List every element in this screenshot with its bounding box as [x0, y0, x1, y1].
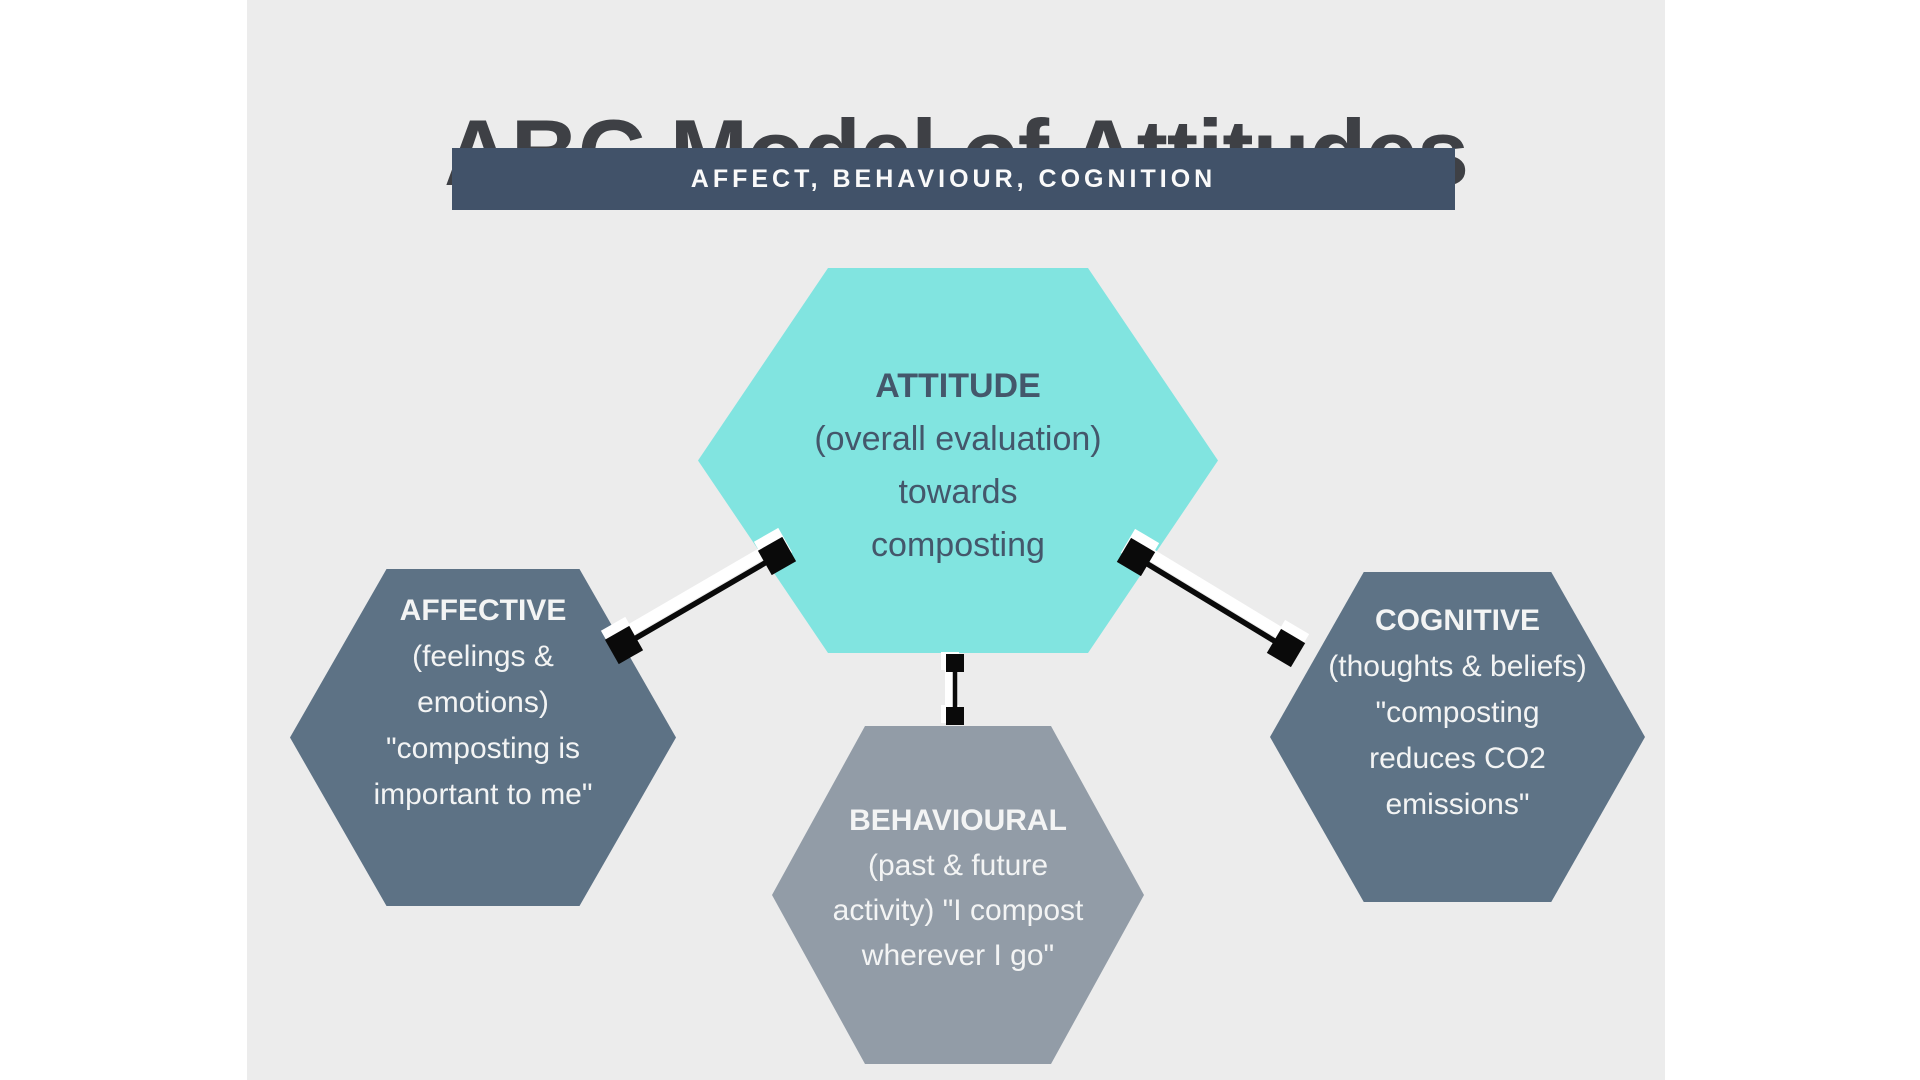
behavioural-line: wherever I go": [861, 939, 1055, 972]
cognitive-line: (thoughts & beliefs): [1328, 650, 1587, 683]
affective-line: (feelings &: [412, 639, 554, 673]
affective-heading: AFFECTIVE: [399, 593, 567, 627]
attitude-line: (overall evaluation): [814, 419, 1102, 458]
behavioural-line: activity) "I compost: [832, 894, 1084, 927]
affective-line: important to me": [373, 777, 593, 811]
attitude-heading: ATTITUDE: [875, 366, 1041, 405]
behavioural-text: BEHAVIOURAL (past & future activity) "I …: [833, 798, 1084, 978]
attitude-line: composting: [871, 525, 1045, 564]
cognitive-hexagon: COGNITIVE (thoughts & beliefs) "composti…: [1270, 572, 1645, 902]
behavioural-heading: BEHAVIOURAL: [849, 804, 1067, 837]
affective-line: emotions): [417, 685, 549, 719]
cognitive-text: COGNITIVE (thoughts & beliefs) "composti…: [1328, 598, 1586, 828]
cognitive-line: emissions": [1385, 788, 1530, 821]
affective-text: AFFECTIVE (feelings & emotions) "compost…: [373, 588, 592, 818]
attitude-line: towards: [898, 472, 1018, 511]
subtitle-banner: AFFECT, BEHAVIOUR, COGNITION: [452, 148, 1455, 210]
subtitle-banner-label: AFFECT, BEHAVIOUR, COGNITION: [690, 164, 1217, 193]
cognitive-heading: COGNITIVE: [1374, 604, 1540, 637]
attitude-text: ATTITUDE (overall evaluation) towards co…: [814, 360, 1101, 572]
cognitive-line: "composting: [1375, 696, 1540, 729]
cognitive-line: reduces CO2: [1369, 742, 1546, 775]
behavioural-line: (past & future: [867, 849, 1049, 882]
affective-line: "composting is: [385, 731, 581, 765]
